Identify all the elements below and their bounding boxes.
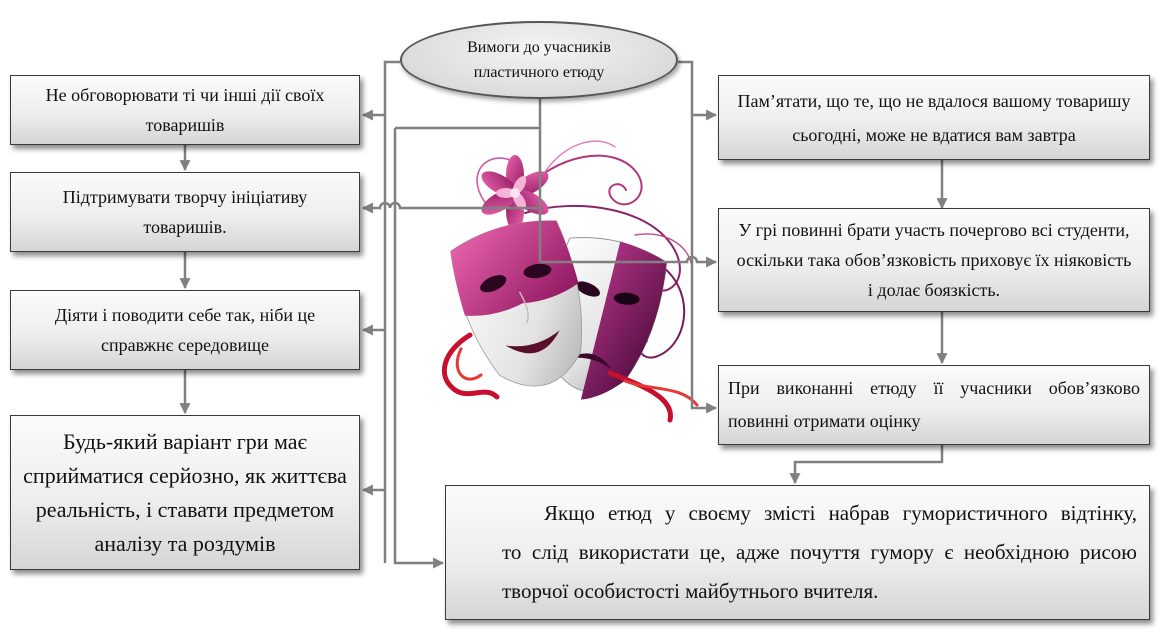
node-text-line: Якщо етюд у своєму змісті набрав гуморис… <box>544 501 1137 525</box>
ribbon-tail <box>441 332 500 400</box>
rule-support-initiative-node: Підтримувати творчу ініціативу товаришів… <box>10 172 360 252</box>
node-text-line: справжнє середовище <box>101 335 269 355</box>
node-text-line: аналізу та роздумів <box>94 530 276 556</box>
node-text-line: сьогодні, може не вдатися вам завтра <box>792 124 1076 145</box>
node-text-line: повинні отримати оцінку <box>728 411 921 431</box>
node-text-line: Будь-який варіант гри має <box>62 428 307 454</box>
node-text-line: Вимоги до учасників <box>467 39 611 56</box>
happy-mask-eye <box>523 263 552 279</box>
rule-humor-node: Якщо етюд у своєму змісті набрав гуморис… <box>445 485 1150 620</box>
rule-take-seriously-node: Будь-який варіант гри має сприйматися се… <box>10 415 360 570</box>
rule-all-participate-node: У грі повинні брати участь почергово всі… <box>718 208 1150 312</box>
node-text-line: реальність, і ставати предметом <box>35 496 335 522</box>
rule-act-naturally-node: Діяти і поводити себе так, ніби це справ… <box>10 290 360 370</box>
sad-mask-mouth <box>568 353 612 370</box>
arrow-to-right-node-2 <box>540 255 718 268</box>
sad-mask-eye <box>575 281 600 297</box>
node-text-line: оскільки така обов’язковість приховує їх… <box>736 250 1132 270</box>
sad-mask-eye <box>613 292 640 305</box>
arrow-to-left-node-2 <box>361 201 540 214</box>
arrow-right-3-to-bottom <box>789 445 944 485</box>
connector-left-bus <box>383 60 400 563</box>
node-text-line: Не обговорювати ті чи інші дії своїх <box>45 85 325 105</box>
flower-center <box>510 188 520 198</box>
node-text-line: творчої особистості майбутнього вчителя. <box>502 579 879 603</box>
requirements-title-node: Вимоги до учасників пластичного етюду <box>400 21 678 99</box>
node-text-line: то слід використати це, адже почуття гум… <box>502 540 1137 564</box>
happy-mask-magenta-top <box>450 220 579 316</box>
node-text-line: пластичного етюду <box>473 64 605 81</box>
swirl-line <box>519 154 643 206</box>
node-text-line: товаришів. <box>143 217 227 237</box>
node-text-line: Підтримувати творчу ініціативу <box>62 187 308 207</box>
happy-mask-eye <box>480 275 507 293</box>
connector-right-bus <box>678 60 718 414</box>
ribbon-tail <box>455 347 483 381</box>
flower-icon <box>481 155 549 231</box>
node-text-line: Пам’ятати, що те, що не вдалося вашому т… <box>737 90 1131 111</box>
node-text-line: У грі повинні брати участь почергово всі… <box>738 220 1130 240</box>
rule-remember-node: Пам’ятати, що те, що не вдалося вашому т… <box>718 75 1150 160</box>
red-ribbon <box>441 332 699 423</box>
node-text-line: товаришів <box>145 115 225 135</box>
rule-no-discussing-node: Не обговорювати ті чи інші дії своїх тов… <box>10 75 360 145</box>
node-text-line: сприйматися серйозно, як життєва <box>23 462 347 488</box>
rule-evaluation-node: При виконанні етюду її учасники обов’язк… <box>718 365 1150 445</box>
node-text-line: і долає боязкість. <box>867 280 1001 300</box>
happy-mask-nose <box>518 291 529 324</box>
ribbon-tail <box>607 370 673 423</box>
node-text-line: Діяти і поводити себе так, ніби це <box>54 305 316 325</box>
node-text-line: При виконанні етюду її учасники обов’язк… <box>728 378 1140 398</box>
swirl-line <box>542 140 616 176</box>
connector-to-bottom-node <box>393 128 445 569</box>
happy-mask-mouth <box>505 330 560 354</box>
